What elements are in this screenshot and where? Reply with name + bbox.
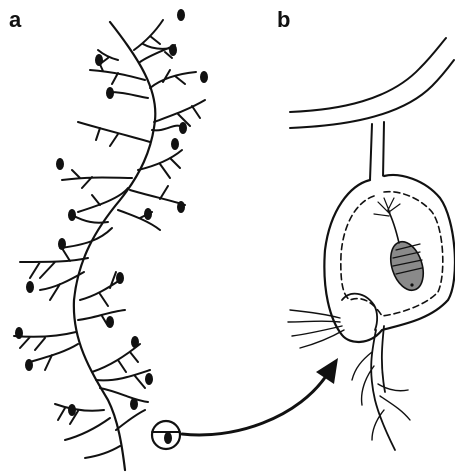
bladder-icon [179,122,187,134]
arrowhead-icon [316,358,338,384]
bladder-icon [177,201,185,213]
bladder-icon [106,316,114,328]
branch [130,186,185,205]
branch [80,272,120,306]
bladder-icon [68,404,76,416]
branch [62,170,132,188]
branch [138,150,182,178]
connector-arrow [182,370,330,435]
bladder-icon [106,87,114,99]
enlarged-bladder [288,38,455,450]
branch [116,410,145,430]
bladder-icon [26,281,34,293]
bladder-icon [15,327,23,339]
branch [134,20,172,50]
bladder-icon [56,158,64,170]
branch [78,310,125,326]
stalk [370,122,384,180]
bladder-icon [131,336,139,348]
branch [108,92,148,98]
bladder-icon [145,373,153,385]
branch [20,245,88,278]
branch [85,446,120,458]
lower-hairs [352,352,410,440]
branch [152,126,180,131]
bladder-icon [144,208,152,220]
branch [96,370,150,388]
plant-shoot [14,9,338,470]
bladder-icon [200,71,208,83]
lower-stalk-2 [382,326,385,392]
bladder-icon [58,238,66,250]
bladder-icon [177,9,185,21]
branch [78,122,150,146]
bladder-icon [25,359,33,371]
branch [40,272,84,300]
bladder-icon [169,44,177,56]
bladder-outline [324,175,455,342]
bladder-icon [164,432,172,444]
branch [92,344,140,372]
highlighted-bladder [152,421,180,449]
bladder-icon [116,272,124,284]
branch [14,332,76,350]
branch [60,228,112,248]
branch [150,70,196,88]
main-stem [74,22,155,470]
stem-lower [290,60,454,128]
branch [154,100,205,126]
stem-upper [290,38,446,112]
bladder-icon [95,54,103,66]
bladder-icon [171,138,179,150]
bladder-icon [68,209,76,221]
branch [55,404,104,424]
branch [118,210,160,230]
bladder-icon [130,398,138,410]
bladders [15,9,208,416]
